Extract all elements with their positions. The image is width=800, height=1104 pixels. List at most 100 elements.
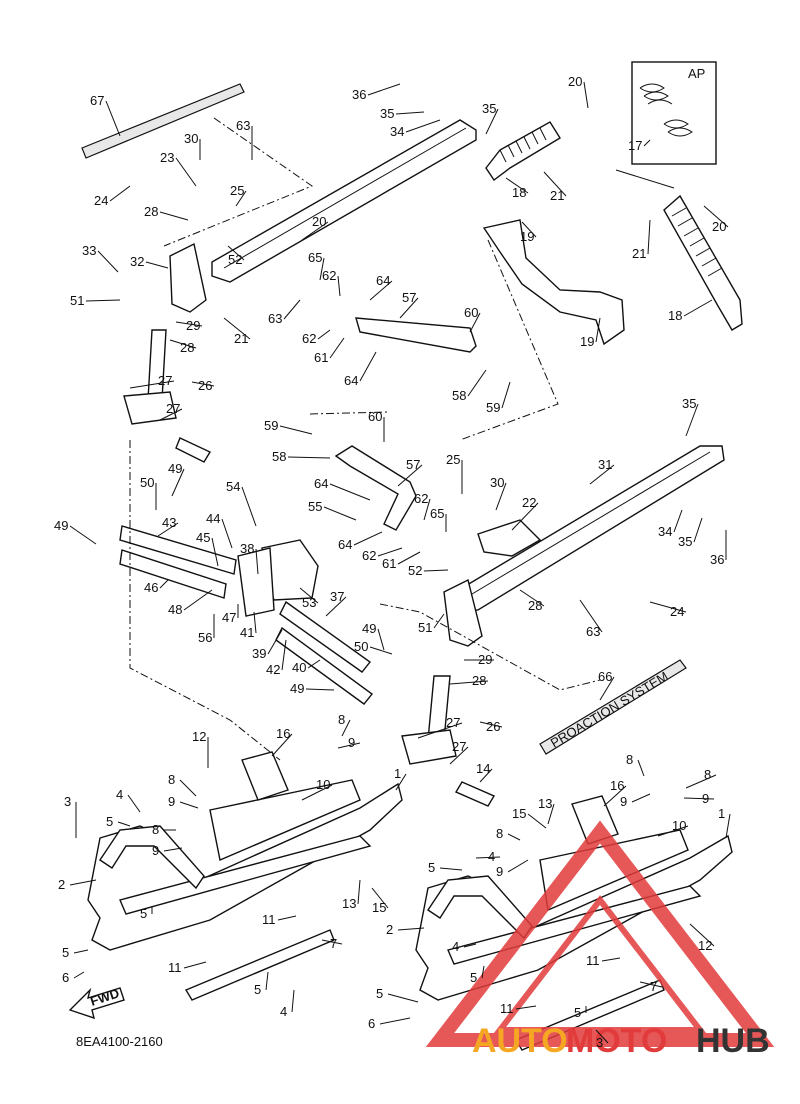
callout-28: 28 — [528, 598, 542, 613]
callout-leader — [171, 468, 185, 497]
callout-52: 52 — [408, 563, 422, 578]
callout-16: 16 — [610, 778, 624, 793]
shock-absorber-right — [663, 194, 743, 331]
spring-17-icon — [639, 83, 693, 137]
bracket-44 — [237, 547, 275, 617]
callout-leader — [337, 742, 361, 749]
ski-left-bracket — [209, 779, 361, 861]
callout-51: 51 — [418, 620, 432, 635]
callout-66: 66 — [598, 669, 612, 684]
callout-11: 11 — [500, 1001, 514, 1016]
callout-5: 5 — [470, 970, 477, 985]
callout-leader — [379, 1017, 411, 1025]
callout-5: 5 — [62, 945, 69, 960]
callout-leader — [479, 721, 503, 728]
callout-64: 64 — [344, 373, 358, 388]
callout-60: 60 — [368, 409, 382, 424]
callout-20: 20 — [312, 214, 326, 229]
callout-5: 5 — [140, 906, 147, 921]
callout-14: 14 — [476, 761, 490, 776]
callout-leader — [589, 464, 615, 485]
callout-18: 18 — [512, 185, 526, 200]
callout-leader — [507, 859, 529, 873]
callout-leader — [353, 531, 383, 546]
callout-50: 50 — [354, 639, 368, 654]
callout-leader — [693, 517, 703, 543]
steering-column-left — [147, 329, 167, 401]
callout-leader — [337, 275, 341, 297]
callout-leader — [157, 522, 179, 537]
callout-leader — [439, 867, 463, 871]
callout-35: 35 — [482, 101, 496, 116]
callout-20: 20 — [568, 74, 582, 89]
callout-leader — [377, 628, 385, 651]
callout-leader — [179, 801, 199, 809]
callout-leader — [595, 317, 601, 343]
callout-leader — [277, 915, 297, 921]
callout-leader — [163, 847, 183, 852]
callout-63: 63 — [268, 311, 282, 326]
callout-leader — [265, 971, 269, 991]
callout-7: 7 — [330, 936, 337, 951]
callout-64: 64 — [314, 476, 328, 491]
spacer-14-mid — [175, 437, 211, 463]
callout-leader — [299, 587, 319, 604]
callout-leader — [449, 746, 469, 765]
callout-49: 49 — [362, 621, 376, 636]
callout-49: 49 — [290, 681, 304, 696]
callout-43: 43 — [162, 515, 176, 530]
callout-13: 13 — [538, 796, 552, 811]
callout-2: 2 — [386, 922, 393, 937]
callout-15: 15 — [372, 900, 386, 915]
callout-56: 56 — [198, 630, 212, 645]
callout-10: 10 — [672, 818, 686, 833]
callout-27: 27 — [452, 739, 466, 754]
callout-63: 63 — [586, 624, 600, 639]
callout-11: 11 — [262, 912, 276, 927]
callout-leader — [485, 108, 499, 135]
callout-leader — [301, 784, 333, 801]
watermark-logo — [425, 820, 775, 1047]
callout-53: 53 — [302, 595, 316, 610]
callout-leader — [631, 793, 651, 803]
callout-26: 26 — [198, 378, 212, 393]
callout-57: 57 — [406, 457, 420, 472]
callout-32: 32 — [130, 254, 144, 269]
callout-34: 34 — [390, 124, 404, 139]
callout-8: 8 — [626, 752, 633, 767]
tube-43 — [119, 525, 237, 575]
callout-35: 35 — [678, 534, 692, 549]
callout-8: 8 — [152, 822, 159, 837]
callout-leader — [475, 856, 501, 859]
callout-16: 16 — [276, 726, 290, 741]
callout-47: 47 — [222, 610, 236, 625]
callout-12: 12 — [192, 729, 206, 744]
ski-runner-left — [184, 929, 335, 1001]
shock-absorber-top — [485, 121, 561, 182]
callout-leader — [175, 321, 203, 327]
callout-5: 5 — [376, 986, 383, 1001]
callout-leader — [683, 299, 713, 317]
callout-18: 18 — [668, 308, 682, 323]
callout-62: 62 — [362, 548, 376, 563]
callout-55: 55 — [308, 499, 322, 514]
callout-1: 1 — [394, 766, 401, 781]
callout-leader — [175, 157, 197, 187]
callout-leader — [547, 803, 555, 825]
callout-leader — [469, 312, 481, 333]
callout-leader — [359, 351, 377, 382]
callout-21: 21 — [632, 246, 646, 261]
callout-19: 19 — [580, 334, 594, 349]
callout-38: 38 — [240, 541, 254, 556]
callout-22: 22 — [522, 495, 536, 510]
callout-leader — [685, 403, 699, 437]
callout-leader — [301, 221, 329, 241]
callout-33: 33 — [82, 243, 96, 258]
callout-leader — [647, 219, 651, 255]
callout-30: 30 — [184, 131, 198, 146]
callout-leader — [145, 261, 169, 269]
callout-63: 63 — [236, 118, 250, 133]
callout-4: 4 — [280, 1004, 287, 1019]
callout-leader — [319, 257, 325, 281]
